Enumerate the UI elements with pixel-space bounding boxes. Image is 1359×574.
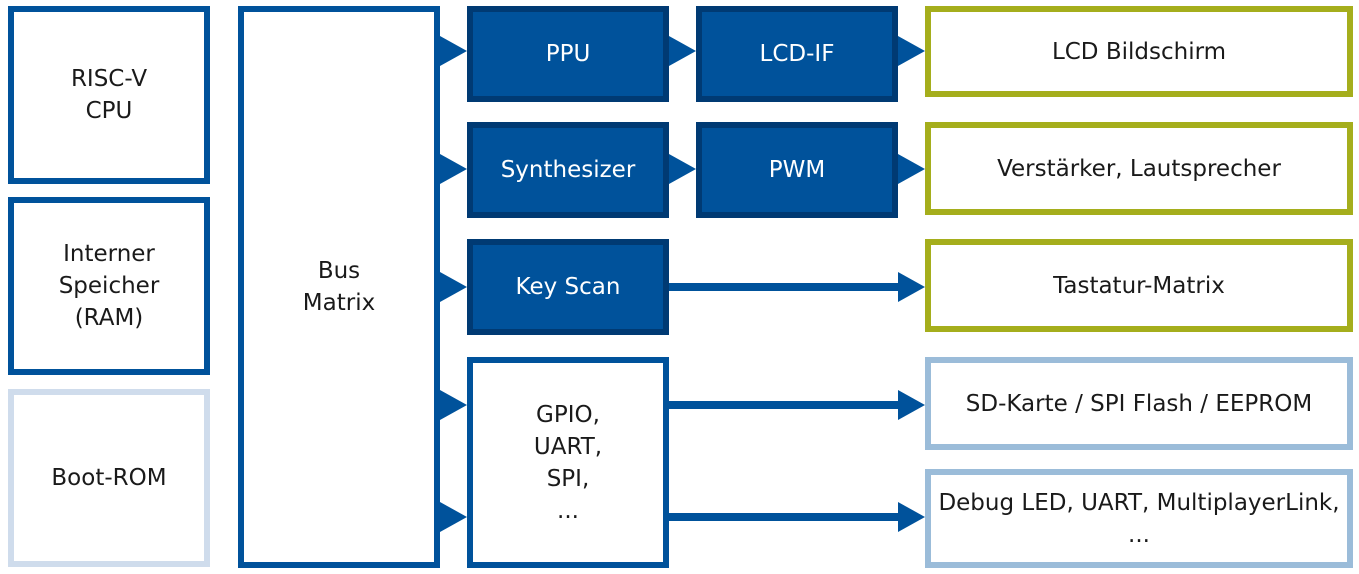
bus-matrix-block: Bus Matrix bbox=[238, 6, 440, 568]
arrowhead-keyscan-to-keyboard bbox=[898, 272, 925, 302]
ram-block: Interner Speicher (RAM) bbox=[8, 197, 210, 375]
debug-block: Debug LED, UART, MultiplayerLink, ... bbox=[925, 469, 1353, 568]
boot-rom-block: Boot-ROM bbox=[8, 389, 210, 567]
key-scan-block: Key Scan bbox=[467, 239, 669, 335]
keyboard-matrix-block: Tastatur-Matrix bbox=[925, 239, 1353, 332]
arrow-bus-to-keyscan bbox=[440, 272, 467, 302]
arrow-pwm-to-speaker bbox=[898, 154, 925, 184]
storage-block: SD-Karte / SPI Flash / EEPROM bbox=[925, 357, 1353, 450]
arrow-synth-to-pwm bbox=[669, 154, 696, 184]
pwm-block: PWM bbox=[696, 122, 898, 218]
synthesizer-block: Synthesizer bbox=[467, 122, 669, 218]
arrow-ppu-to-lcdif bbox=[669, 36, 696, 66]
lcd-display-block: LCD Bildschirm bbox=[925, 6, 1353, 97]
ppu-block: PPU bbox=[467, 6, 669, 102]
speaker-block: Verstärker, Lautsprecher bbox=[925, 122, 1353, 215]
arrow-bus-to-synth bbox=[440, 154, 467, 184]
arrow-bus-to-gpio-upper bbox=[440, 390, 467, 420]
lcd-if-block: LCD-IF bbox=[696, 6, 898, 102]
arrow-lcdif-to-lcd bbox=[898, 36, 925, 66]
arrowhead-gpio-to-storage bbox=[898, 390, 925, 420]
line-gpio-to-debug bbox=[669, 513, 901, 521]
line-keyscan-to-keyboard bbox=[669, 283, 901, 291]
arrow-bus-to-gpio-lower bbox=[440, 502, 467, 532]
cpu-block: RISC-V CPU bbox=[8, 6, 210, 184]
arrow-bus-to-ppu bbox=[440, 36, 467, 66]
gpio-uart-spi-block: GPIO, UART, SPI, ... bbox=[467, 357, 669, 568]
line-gpio-to-storage bbox=[669, 401, 901, 409]
arrowhead-gpio-to-debug bbox=[898, 502, 925, 532]
